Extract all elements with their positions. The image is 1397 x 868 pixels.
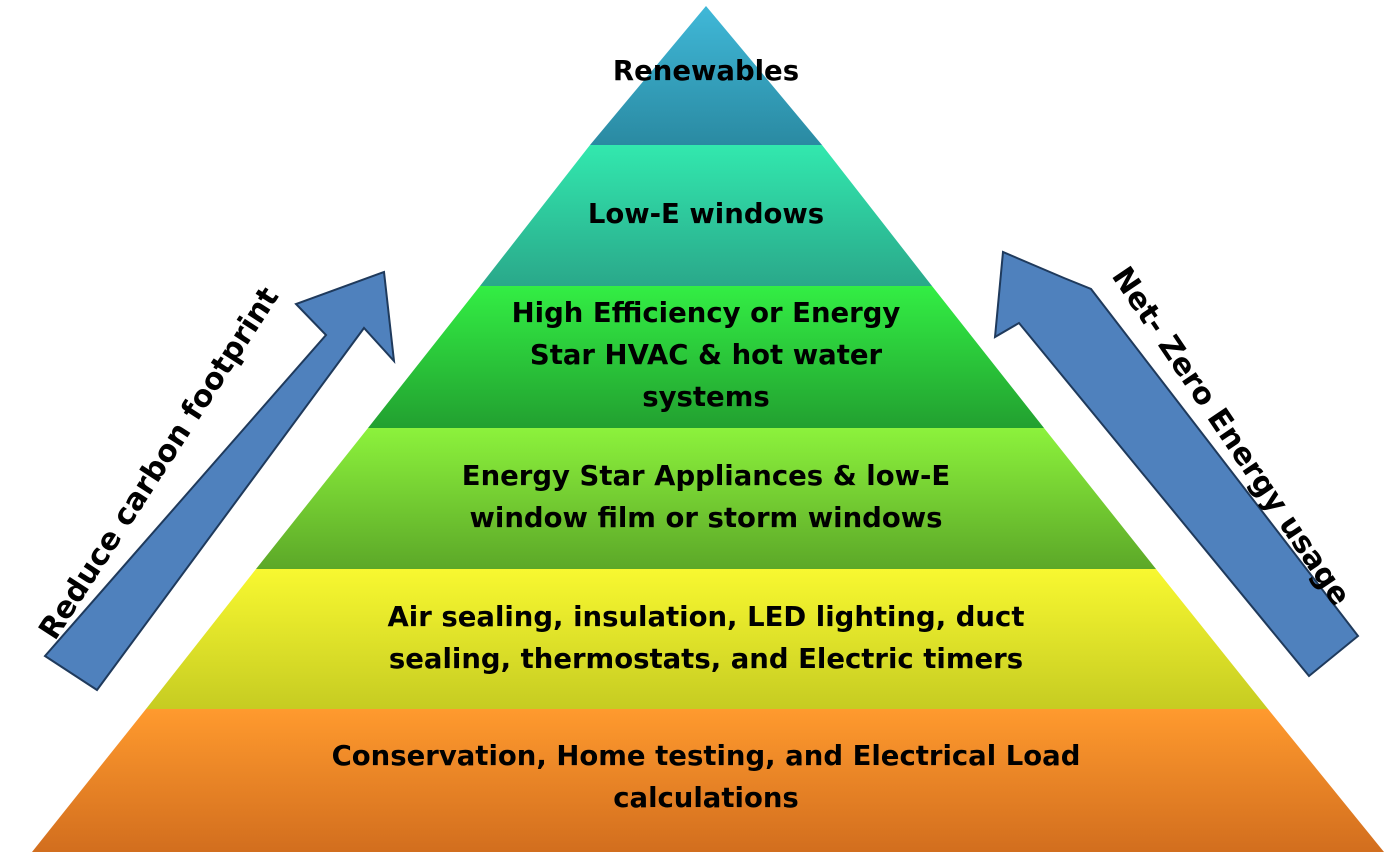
tier-5-line-0: Conservation, Home testing, and Electric…	[332, 740, 1081, 772]
tier-3-line-1: window film or storm windows	[470, 502, 943, 534]
tier-5-shape	[32, 709, 1384, 852]
tier-0-shape	[590, 6, 822, 145]
pyramid-tier-hvac: High Efficiency or Energy Star HVAC & ho…	[368, 286, 1044, 428]
pyramid: Renewables Low-E windows High Efficiency…	[32, 6, 1384, 852]
right-arrow-shape	[993, 250, 1360, 678]
tier-2-line-2: systems	[642, 381, 769, 413]
pyramid-tier-air-sealing: Air sealing, insulation, LED lighting, d…	[146, 569, 1268, 709]
tier-0-line-0: Renewables	[613, 55, 799, 87]
pyramid-tier-renewables: Renewables	[590, 6, 822, 145]
tier-1-shape	[480, 145, 932, 286]
tier-4-shape	[146, 569, 1268, 709]
tier-5-line-1: calculations	[613, 782, 799, 814]
pyramid-tier-appliances: Energy Star Appliances & low-E window fi…	[256, 428, 1156, 569]
left-arrow-shape	[43, 270, 396, 692]
tier-2-shape	[368, 286, 1044, 428]
pyramid-tier-low-e-windows: Low-E windows	[480, 145, 932, 286]
tier-3-line-0: Energy Star Appliances & low-E	[462, 460, 950, 492]
tier-2-line-0: High Efficiency or Energy	[512, 297, 901, 329]
tier-2-line-1: Star HVAC & hot water	[530, 339, 883, 371]
tier-3-shape	[256, 428, 1156, 569]
pyramid-tier-conservation: Conservation, Home testing, and Electric…	[32, 709, 1384, 852]
tier-4-line-0: Air sealing, insulation, LED lighting, d…	[388, 601, 1025, 633]
tier-1-line-0: Low-E windows	[588, 198, 824, 230]
tier-4-line-1: sealing, thermostats, and Electric timer…	[389, 643, 1023, 675]
